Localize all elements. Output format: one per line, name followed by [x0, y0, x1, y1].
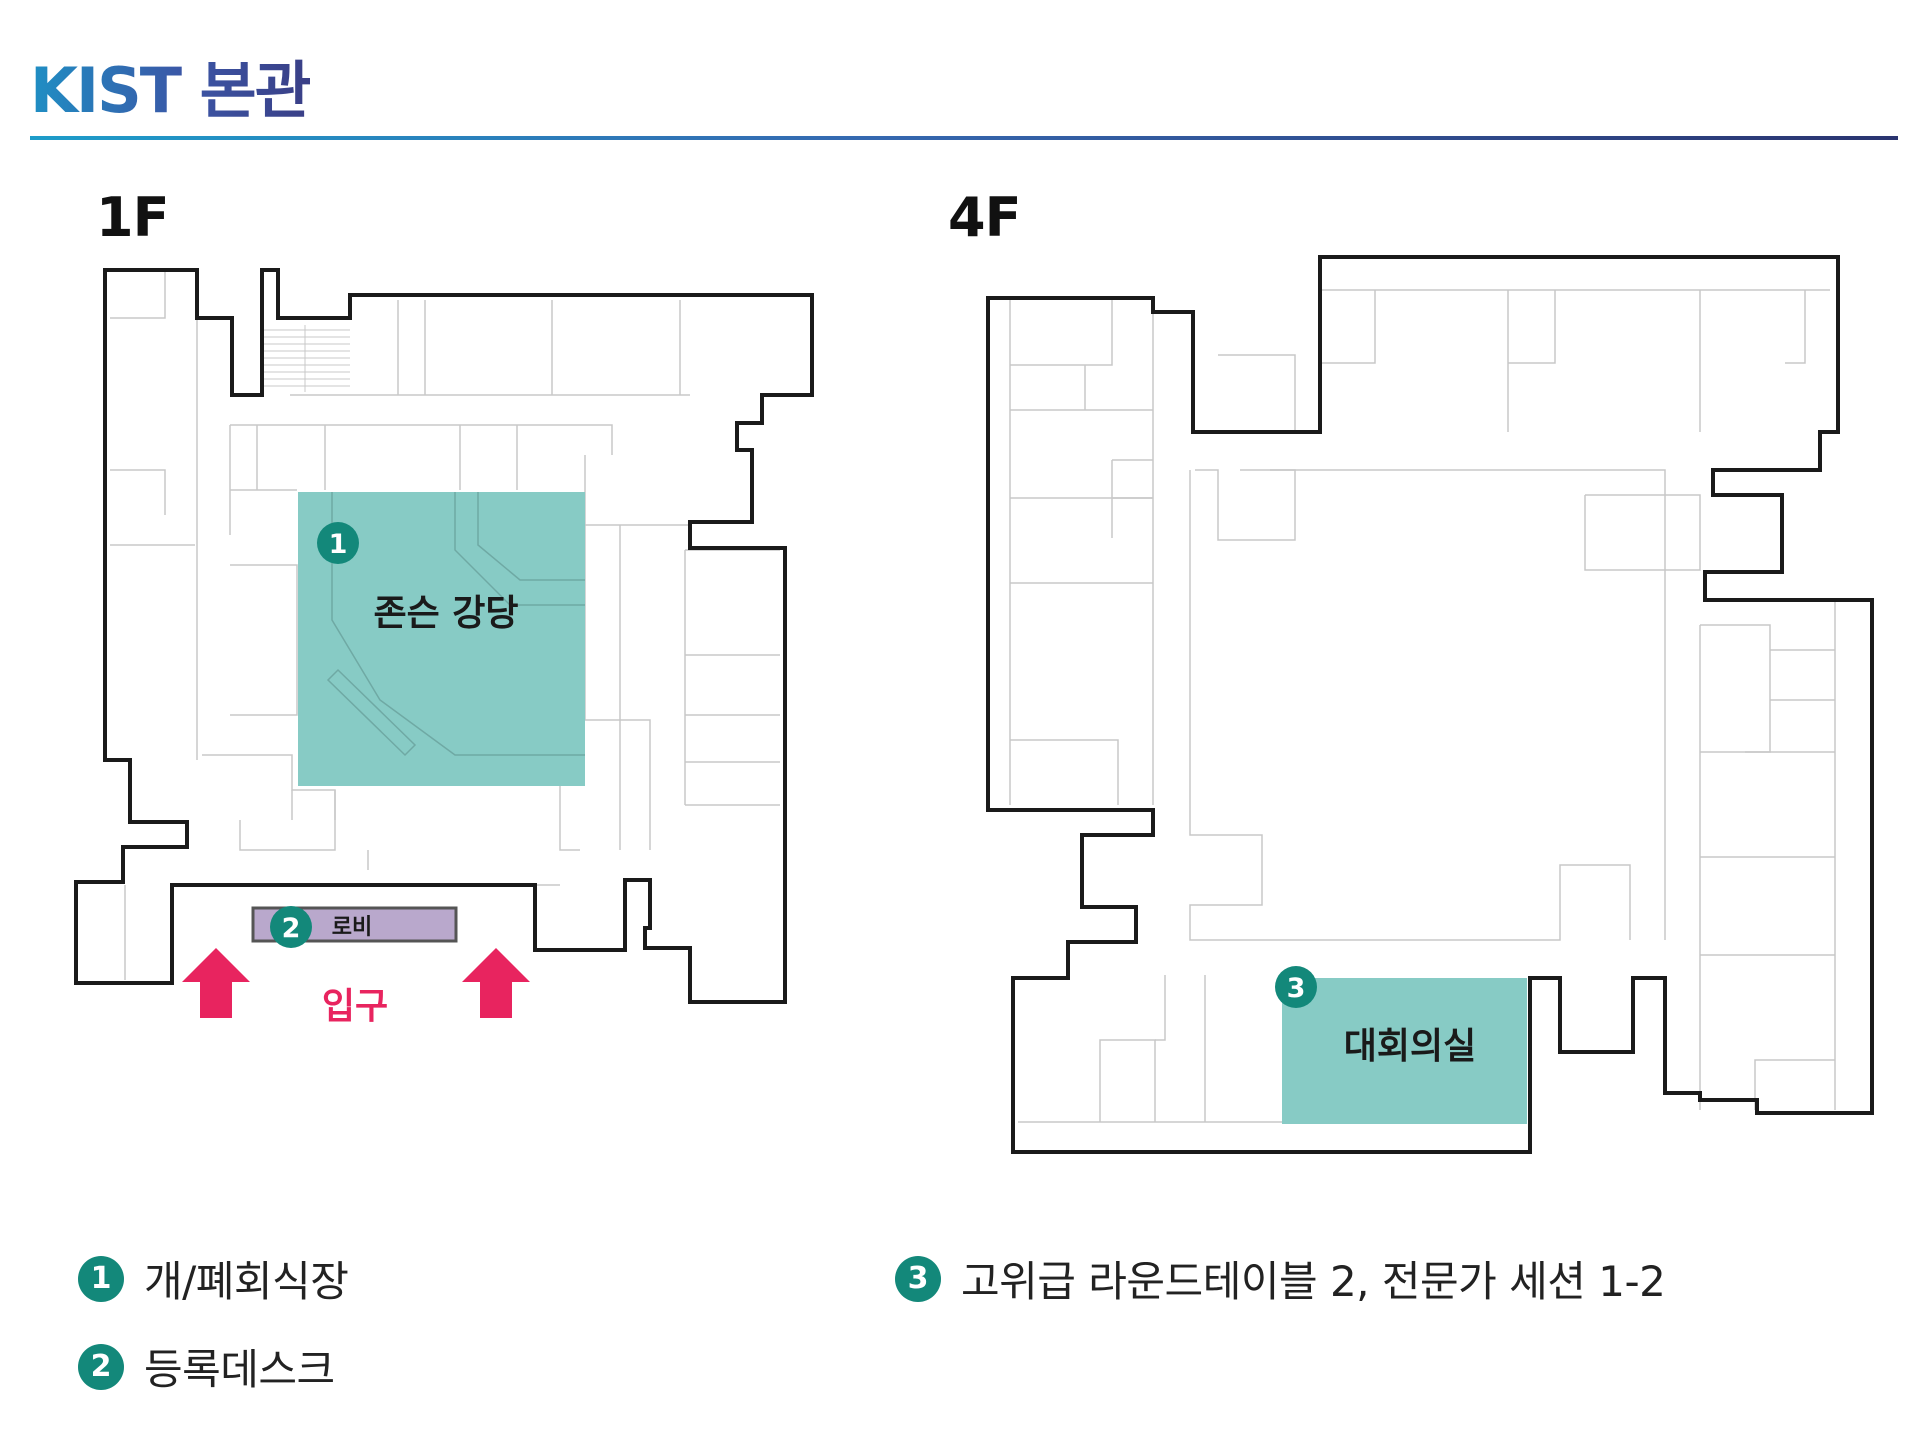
legend-text: 고위급 라운드테이블 2, 전문가 세션 1-2 [961, 1257, 1666, 1306]
room-conference [1282, 978, 1527, 1124]
svg-text:1: 1 [329, 529, 348, 560]
up-arrow-icon [182, 948, 250, 1018]
floor-label-1f: 1F [96, 186, 169, 249]
legend-item: 1 개/폐회식장 [78, 1248, 349, 1309]
exterior-wall-1f [74, 268, 814, 1004]
auditorium-label: 존슨 강당 [373, 593, 518, 634]
conference-label: 대회의실 [1344, 1026, 1476, 1067]
badge-1-icon: 1 [317, 522, 359, 564]
legend-badge-3-icon: 3 [895, 1255, 941, 1302]
page-title: KIST 본관 [30, 40, 312, 130]
badge-3-icon: 3 [1275, 966, 1317, 1008]
inner-room-lines-4f [1009, 289, 1836, 1123]
legend-item: 2 등록데스크 [78, 1336, 335, 1397]
floor-label-4f: 4F [948, 186, 1021, 249]
legend-badge-1-icon: 1 [78, 1255, 124, 1302]
svg-text:2: 2 [282, 913, 301, 944]
legend-text: 등록데스크 [144, 1345, 335, 1394]
stairs-1f [262, 325, 350, 392]
title-divider [30, 136, 1898, 140]
legend-badge-2-icon: 2 [78, 1343, 124, 1390]
entrance-label: 입구 [322, 986, 388, 1027]
badge-2-icon: 2 [270, 906, 312, 948]
lobby-label: 로비 [332, 915, 372, 940]
legend-item: 3 고위급 라운드테이블 2, 전문가 세션 1-2 [895, 1248, 1666, 1309]
floor-plan-1f: 로비 존슨 강당 1 2 입구 [74, 268, 814, 1027]
svg-text:3: 3 [1287, 973, 1306, 1004]
up-arrow-icon [462, 948, 530, 1018]
auditorium-seating-lines [326, 492, 585, 757]
exterior-wall-4f [986, 255, 1874, 1154]
legend-text: 개/폐회식장 [144, 1257, 349, 1306]
floor-plan-4f: 대회의실 3 [986, 255, 1874, 1154]
